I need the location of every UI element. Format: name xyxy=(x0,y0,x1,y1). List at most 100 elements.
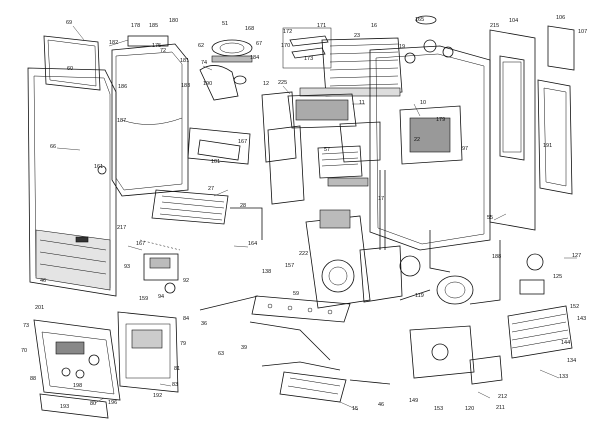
callout-c12: 12 xyxy=(263,81,269,87)
callout-c22: 22 xyxy=(414,137,420,143)
callout-c153: 153 xyxy=(434,406,443,412)
callout-c59: 59 xyxy=(293,291,299,297)
combustion-chamber-panels xyxy=(261,91,357,205)
callout-c133: 133 xyxy=(559,374,568,380)
callout-c70: 70 xyxy=(21,348,27,354)
lower-bracket xyxy=(251,295,351,323)
callout-c62: 62 xyxy=(198,43,204,49)
callout-c67: 67 xyxy=(256,41,262,47)
plate-heat-exchanger xyxy=(507,305,573,359)
flue-gaskets xyxy=(282,27,332,69)
front-casing-panel xyxy=(27,67,117,297)
callout-c106: 106 xyxy=(556,15,565,21)
callout-c212: 212 xyxy=(498,394,507,400)
three-way-valve xyxy=(436,253,545,305)
callout-c178: 178 xyxy=(131,23,140,29)
callout-c19: 19 xyxy=(399,44,405,50)
callout-c84: 84 xyxy=(183,316,189,322)
callout-c152: 152 xyxy=(570,304,579,310)
callout-c138: 138 xyxy=(262,269,271,275)
callout-c15: 15 xyxy=(352,406,358,412)
callout-c188: 188 xyxy=(492,254,501,260)
callout-c79: 79 xyxy=(180,341,186,347)
callout-c171: 171 xyxy=(317,23,326,29)
callout-c17: 17 xyxy=(378,196,384,202)
callout-c196: 196 xyxy=(108,400,117,406)
callout-c222: 222 xyxy=(299,251,308,257)
callout-c225: 225 xyxy=(278,80,287,86)
callout-c198: 198 xyxy=(73,383,82,389)
callout-c215: 215 xyxy=(490,23,499,29)
callout-c217: 217 xyxy=(117,225,126,231)
callout-c167b: 167 xyxy=(136,241,145,247)
callout-c191: 191 xyxy=(543,143,552,149)
callout-c39: 39 xyxy=(241,345,247,351)
leader-lines xyxy=(56,25,577,411)
callout-c66: 66 xyxy=(50,144,56,150)
callout-c170: 170 xyxy=(281,43,290,49)
top-cover-panel xyxy=(43,35,101,91)
callout-c172: 172 xyxy=(283,29,292,35)
callout-c63: 63 xyxy=(218,351,224,357)
callout-c83: 83 xyxy=(172,382,178,388)
callout-c201: 201 xyxy=(35,305,44,311)
callout-c97: 97 xyxy=(462,146,468,152)
burner-assembly xyxy=(317,121,381,187)
air-box xyxy=(111,35,189,197)
callout-c101: 101 xyxy=(211,159,220,165)
expansion-vessel xyxy=(537,25,575,195)
callout-c46b: 46 xyxy=(378,402,384,408)
callout-c81: 81 xyxy=(174,366,180,372)
callout-c182: 182 xyxy=(109,40,118,46)
callout-c69: 69 xyxy=(66,20,72,26)
callout-c107: 107 xyxy=(578,29,587,35)
rear-chassis-frame xyxy=(369,15,491,251)
callout-c23: 23 xyxy=(354,33,360,39)
callout-c164: 164 xyxy=(248,241,257,247)
callout-c74: 74 xyxy=(201,60,207,66)
gas-valve xyxy=(143,253,179,294)
control-panel xyxy=(33,319,121,419)
callout-c73: 73 xyxy=(23,323,29,329)
callout-c180: 180 xyxy=(169,18,178,24)
callout-c192: 192 xyxy=(153,393,162,399)
callout-c184: 184 xyxy=(250,55,259,61)
callout-c167: 167 xyxy=(238,139,247,145)
callout-c28: 28 xyxy=(240,203,246,209)
sealing-panel xyxy=(187,127,251,165)
callout-c92: 92 xyxy=(183,278,189,284)
callout-c165: 165 xyxy=(415,17,424,23)
callout-c11: 11 xyxy=(359,100,365,106)
hydraulic-group xyxy=(409,325,503,385)
callout-c143: 143 xyxy=(577,316,586,322)
callout-c168: 168 xyxy=(245,26,254,32)
callout-c211: 211 xyxy=(496,405,505,411)
callout-c57: 57 xyxy=(324,147,330,153)
callout-c161: 161 xyxy=(94,164,103,170)
pipework xyxy=(139,170,501,403)
callout-c16: 16 xyxy=(371,23,377,29)
callout-c159: 159 xyxy=(139,296,148,302)
callout-c179: 179 xyxy=(436,117,445,123)
callout-c51: 51 xyxy=(222,21,228,27)
callout-c127: 127 xyxy=(572,253,581,259)
fan-assembly xyxy=(199,39,253,101)
callout-c104: 104 xyxy=(509,18,518,24)
callout-c144: 144 xyxy=(561,340,570,346)
heat-exchanger-main xyxy=(299,37,403,97)
callout-c173: 173 xyxy=(304,56,313,62)
callout-c187: 187 xyxy=(117,118,126,124)
callout-c185: 185 xyxy=(149,23,158,29)
callout-c93: 93 xyxy=(124,264,130,270)
callout-c181: 181 xyxy=(180,58,189,64)
burner-rack xyxy=(151,189,229,225)
callout-c27: 27 xyxy=(208,186,214,192)
callout-c134: 134 xyxy=(567,358,576,364)
callout-c46: 46 xyxy=(40,278,46,284)
callout-c190: 190 xyxy=(203,81,212,87)
callout-c36: 36 xyxy=(201,321,207,327)
callout-c72: 72 xyxy=(160,48,166,54)
